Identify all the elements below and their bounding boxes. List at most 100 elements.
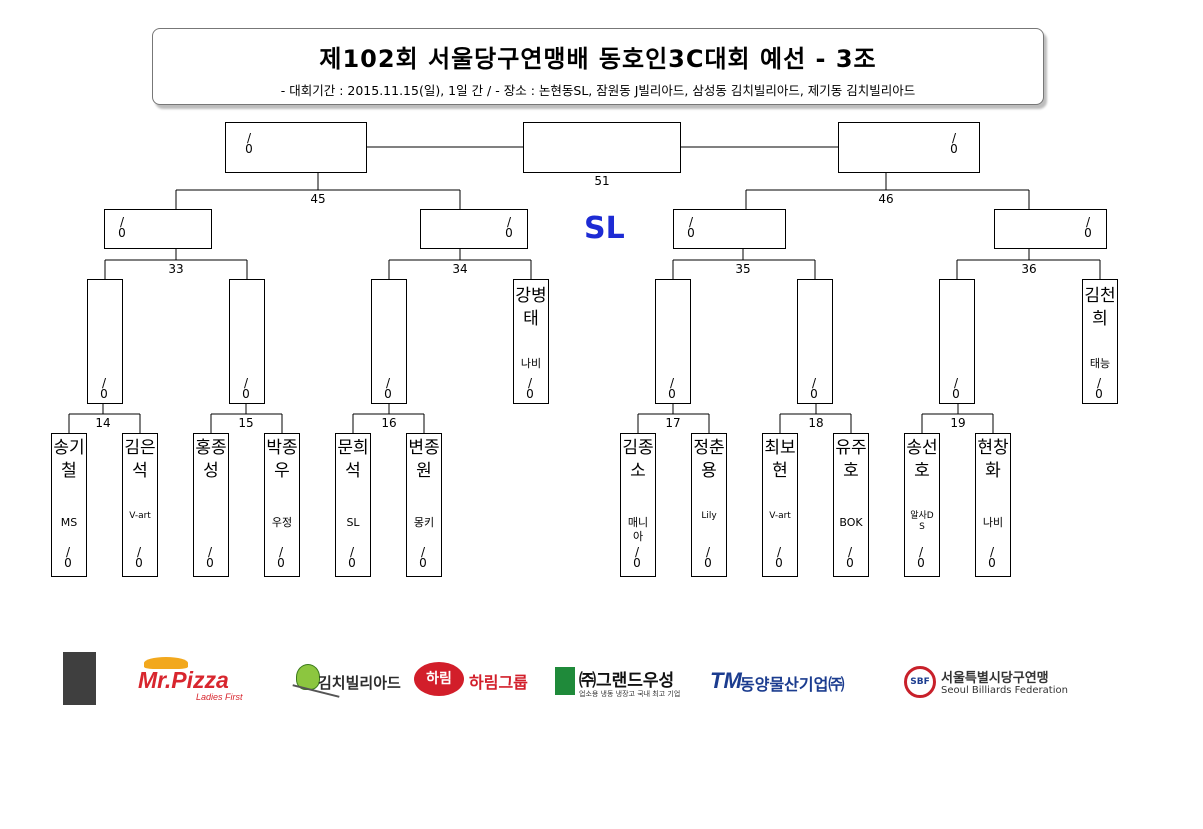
score-slash: /: [101, 376, 107, 390]
winner-box: [939, 279, 975, 404]
score-value: 0: [988, 556, 996, 570]
score-slash: /: [420, 545, 426, 559]
winner-box: [797, 279, 833, 404]
player-name: 현창화: [977, 438, 1009, 481]
player-box: [620, 433, 656, 577]
seeded-player-box: [1082, 279, 1118, 404]
score-slash: /: [278, 545, 284, 559]
score-slash: /: [207, 545, 213, 559]
player-box: [904, 433, 940, 577]
semifinal-box: [225, 122, 367, 173]
round3-box: [104, 209, 212, 249]
player-club: SL: [346, 516, 360, 529]
score-value: 0: [917, 556, 925, 570]
score-value: 0: [687, 226, 695, 240]
player-club: BOK: [839, 516, 863, 529]
score-slash: /: [136, 545, 142, 559]
seeded-player-name: 김천희: [1084, 286, 1116, 329]
player-club: 몽키: [413, 516, 435, 529]
player-box: [264, 433, 300, 577]
score-value: 0: [633, 556, 641, 570]
semifinal-box: [838, 122, 980, 173]
score-value: 0: [526, 387, 534, 401]
player-club: Lily: [701, 511, 717, 521]
seeded-player-box: [513, 279, 549, 404]
score-value: 0: [775, 556, 783, 570]
score-slash: /: [634, 545, 640, 559]
seeded-player-club: 태능: [1089, 357, 1111, 370]
player-box: [691, 433, 727, 577]
score-slash: /: [953, 376, 959, 390]
score-value: 0: [419, 556, 427, 570]
player-name: 김종소: [622, 438, 654, 481]
player-club: 매니아: [627, 516, 649, 543]
seeded-player-name: 강병태: [515, 286, 547, 329]
score-slash: /: [847, 545, 853, 559]
player-box: [833, 433, 869, 577]
player-box: [335, 433, 371, 577]
player-name: 박종우: [266, 438, 298, 481]
winner-box: [371, 279, 407, 404]
kimchi-billiards-logo: 김치빌리아드: [292, 660, 402, 704]
page-title: 제102회 서울당구연맹배 동호인3C대회 예선 - 3조: [319, 45, 877, 73]
player-club: V-art: [769, 511, 791, 521]
player-name: 송선호: [906, 438, 938, 481]
score-value: 0: [1084, 226, 1092, 240]
seeded-player-club: 나비: [520, 357, 542, 370]
score-slash: /: [65, 545, 71, 559]
player-box: [975, 433, 1011, 577]
match-number: 45: [310, 192, 326, 206]
player-name: 문희석: [337, 438, 369, 481]
score-value: 0: [245, 142, 253, 156]
score-slash: /: [119, 215, 125, 229]
player-name: 송기철: [53, 438, 85, 481]
score-value: 0: [846, 556, 854, 570]
player-name: 변종원: [408, 438, 440, 481]
player-name: 최보현: [764, 438, 796, 481]
final-box: [523, 122, 681, 173]
score-slash: /: [918, 545, 924, 559]
score-value: 0: [100, 387, 108, 401]
cabbage-icon: [296, 664, 320, 690]
score-value: 0: [348, 556, 356, 570]
score-value: 0: [505, 226, 513, 240]
player-box: [193, 433, 229, 577]
federation-emblem: SBF: [904, 666, 936, 698]
score-slash: /: [243, 376, 249, 390]
match-number: 17: [665, 416, 681, 430]
plant-icon: [555, 667, 575, 695]
score-slash: /: [1096, 376, 1102, 390]
player-box: [406, 433, 442, 577]
score-slash: /: [951, 131, 957, 145]
mrpizza-logo: Mr.Pizza Ladies First: [138, 657, 268, 703]
page-subtitle: - 대회기간 : 2015.11.15(일), 1일 간 / - 장소 : 논현…: [280, 83, 916, 98]
score-value: 0: [135, 556, 143, 570]
score-value: 0: [952, 387, 960, 401]
player-box: [51, 433, 87, 577]
grand-woosung-logo: ㈜그랜드우성 업소용 냉동 냉장고 국내 최고 기업: [555, 665, 695, 701]
match-number: 35: [735, 262, 751, 276]
seoul-federation-logo: SBF 서울특별시당구연맹 Seoul Billiards Federation: [903, 665, 1073, 703]
match-number: 33: [168, 262, 184, 276]
match-number: 46: [878, 192, 894, 206]
score-slash: /: [506, 215, 512, 229]
match-number: 19: [950, 416, 966, 430]
score-slash: /: [1085, 215, 1091, 229]
match-number: 51: [594, 174, 610, 188]
round3-box: [420, 209, 528, 249]
score-slash: /: [688, 215, 694, 229]
score-value: 0: [118, 226, 126, 240]
player-box: [122, 433, 158, 577]
match-number: 18: [808, 416, 824, 430]
player-name: 정춘용: [693, 438, 725, 481]
winner-box: [655, 279, 691, 404]
score-value: 0: [277, 556, 285, 570]
dark-block: [63, 652, 96, 705]
player-box: [762, 433, 798, 577]
score-slash: /: [527, 376, 533, 390]
score-slash: /: [349, 545, 355, 559]
score-value: 0: [950, 142, 958, 156]
score-slash: /: [776, 545, 782, 559]
harim-logo: 하림 하림그룹: [414, 662, 539, 698]
